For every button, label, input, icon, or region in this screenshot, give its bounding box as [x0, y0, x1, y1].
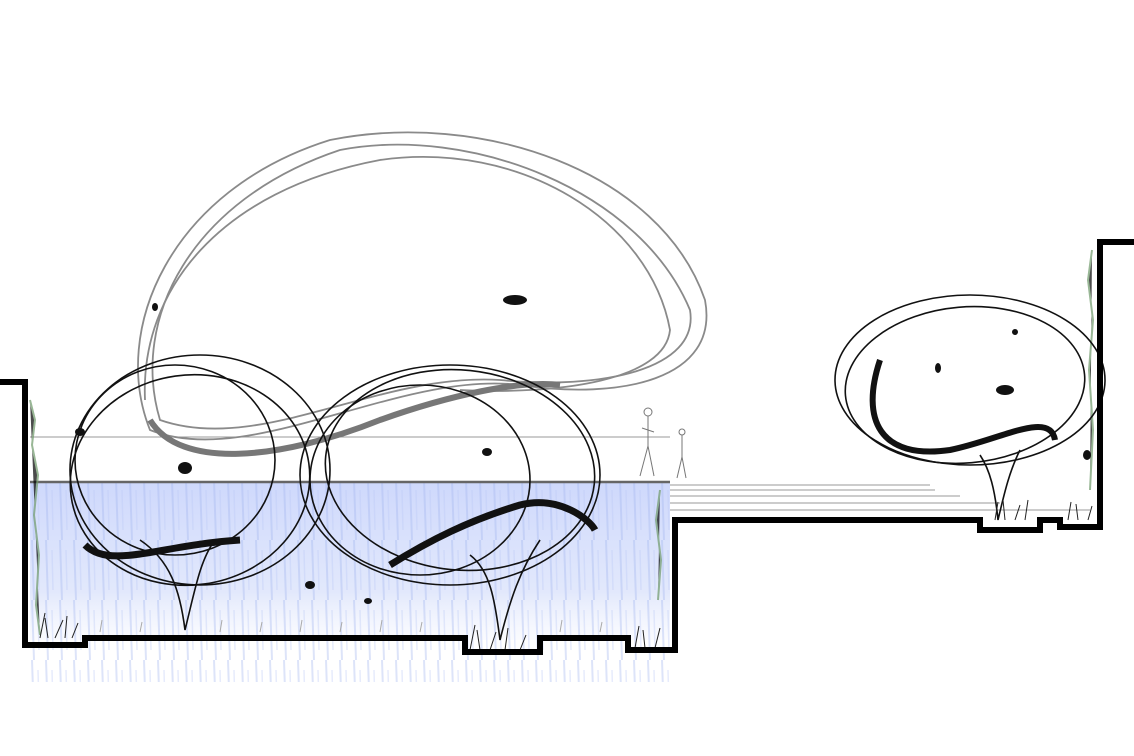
- human-figures: [639, 407, 687, 479]
- tree-center: [299, 364, 601, 641]
- water-streaks: [30, 482, 670, 682]
- wall-vegetation: [29, 249, 1095, 636]
- large-canopy: [137, 131, 708, 457]
- tree-right: [834, 294, 1106, 521]
- deck-lines: [670, 484, 1090, 511]
- ground-section-line: [0, 239, 1134, 655]
- grass: [39, 499, 1093, 651]
- leaf-marks: [75, 295, 1091, 604]
- tree-left: [69, 354, 331, 631]
